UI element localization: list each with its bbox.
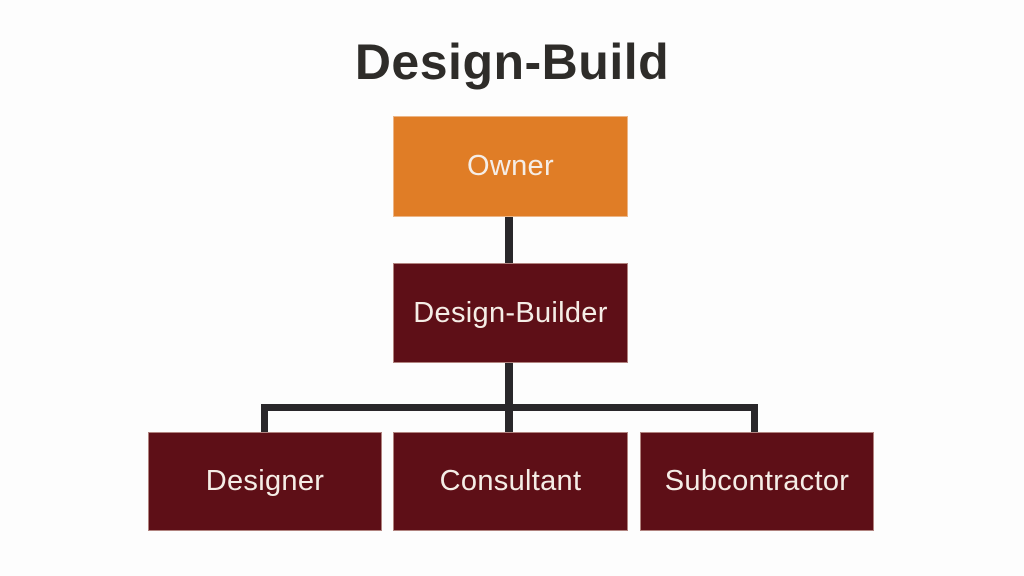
- connector-design-builder-stem: [505, 363, 513, 432]
- node-designer-label: Designer: [205, 465, 325, 497]
- connector-drop-subcontractor: [751, 404, 758, 432]
- connector-drop-designer: [261, 404, 268, 432]
- connector-horizontal-bar: [261, 404, 758, 411]
- connector-owner-to-design-builder: [505, 217, 513, 263]
- node-design-builder: Design-Builder: [393, 263, 628, 363]
- node-consultant-label: Consultant: [439, 465, 582, 497]
- node-subcontractor-label: Subcontractor: [664, 465, 850, 497]
- node-consultant: Consultant: [393, 432, 628, 531]
- node-designer: Designer: [148, 432, 382, 531]
- node-subcontractor: Subcontractor: [640, 432, 874, 531]
- node-design-builder-label: Design-Builder: [413, 296, 608, 329]
- node-owner: Owner: [393, 116, 628, 217]
- diagram-title: Design-Build: [354, 34, 670, 90]
- node-owner-label: Owner: [467, 150, 554, 182]
